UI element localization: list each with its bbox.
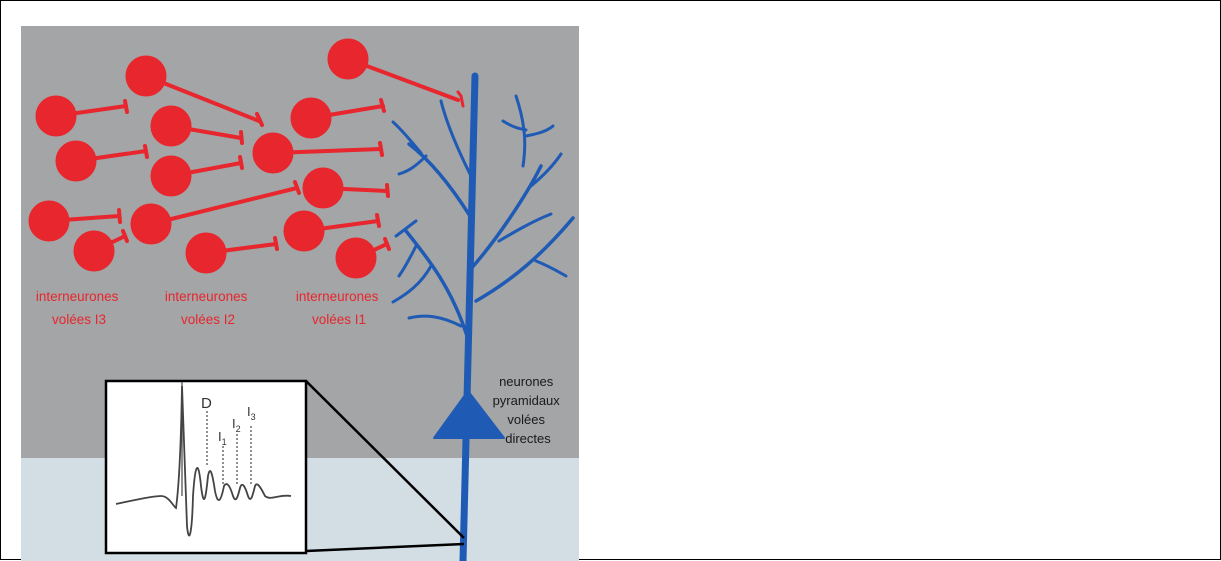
neuron-diagram: interneurones volées I3 interneurones vo…: [21, 26, 579, 561]
peak-label-d: D: [201, 395, 212, 412]
inset-recording: D I1 I2 I3: [106, 381, 306, 553]
diagram-svg: interneurones volées I3 interneurones vo…: [21, 26, 579, 561]
